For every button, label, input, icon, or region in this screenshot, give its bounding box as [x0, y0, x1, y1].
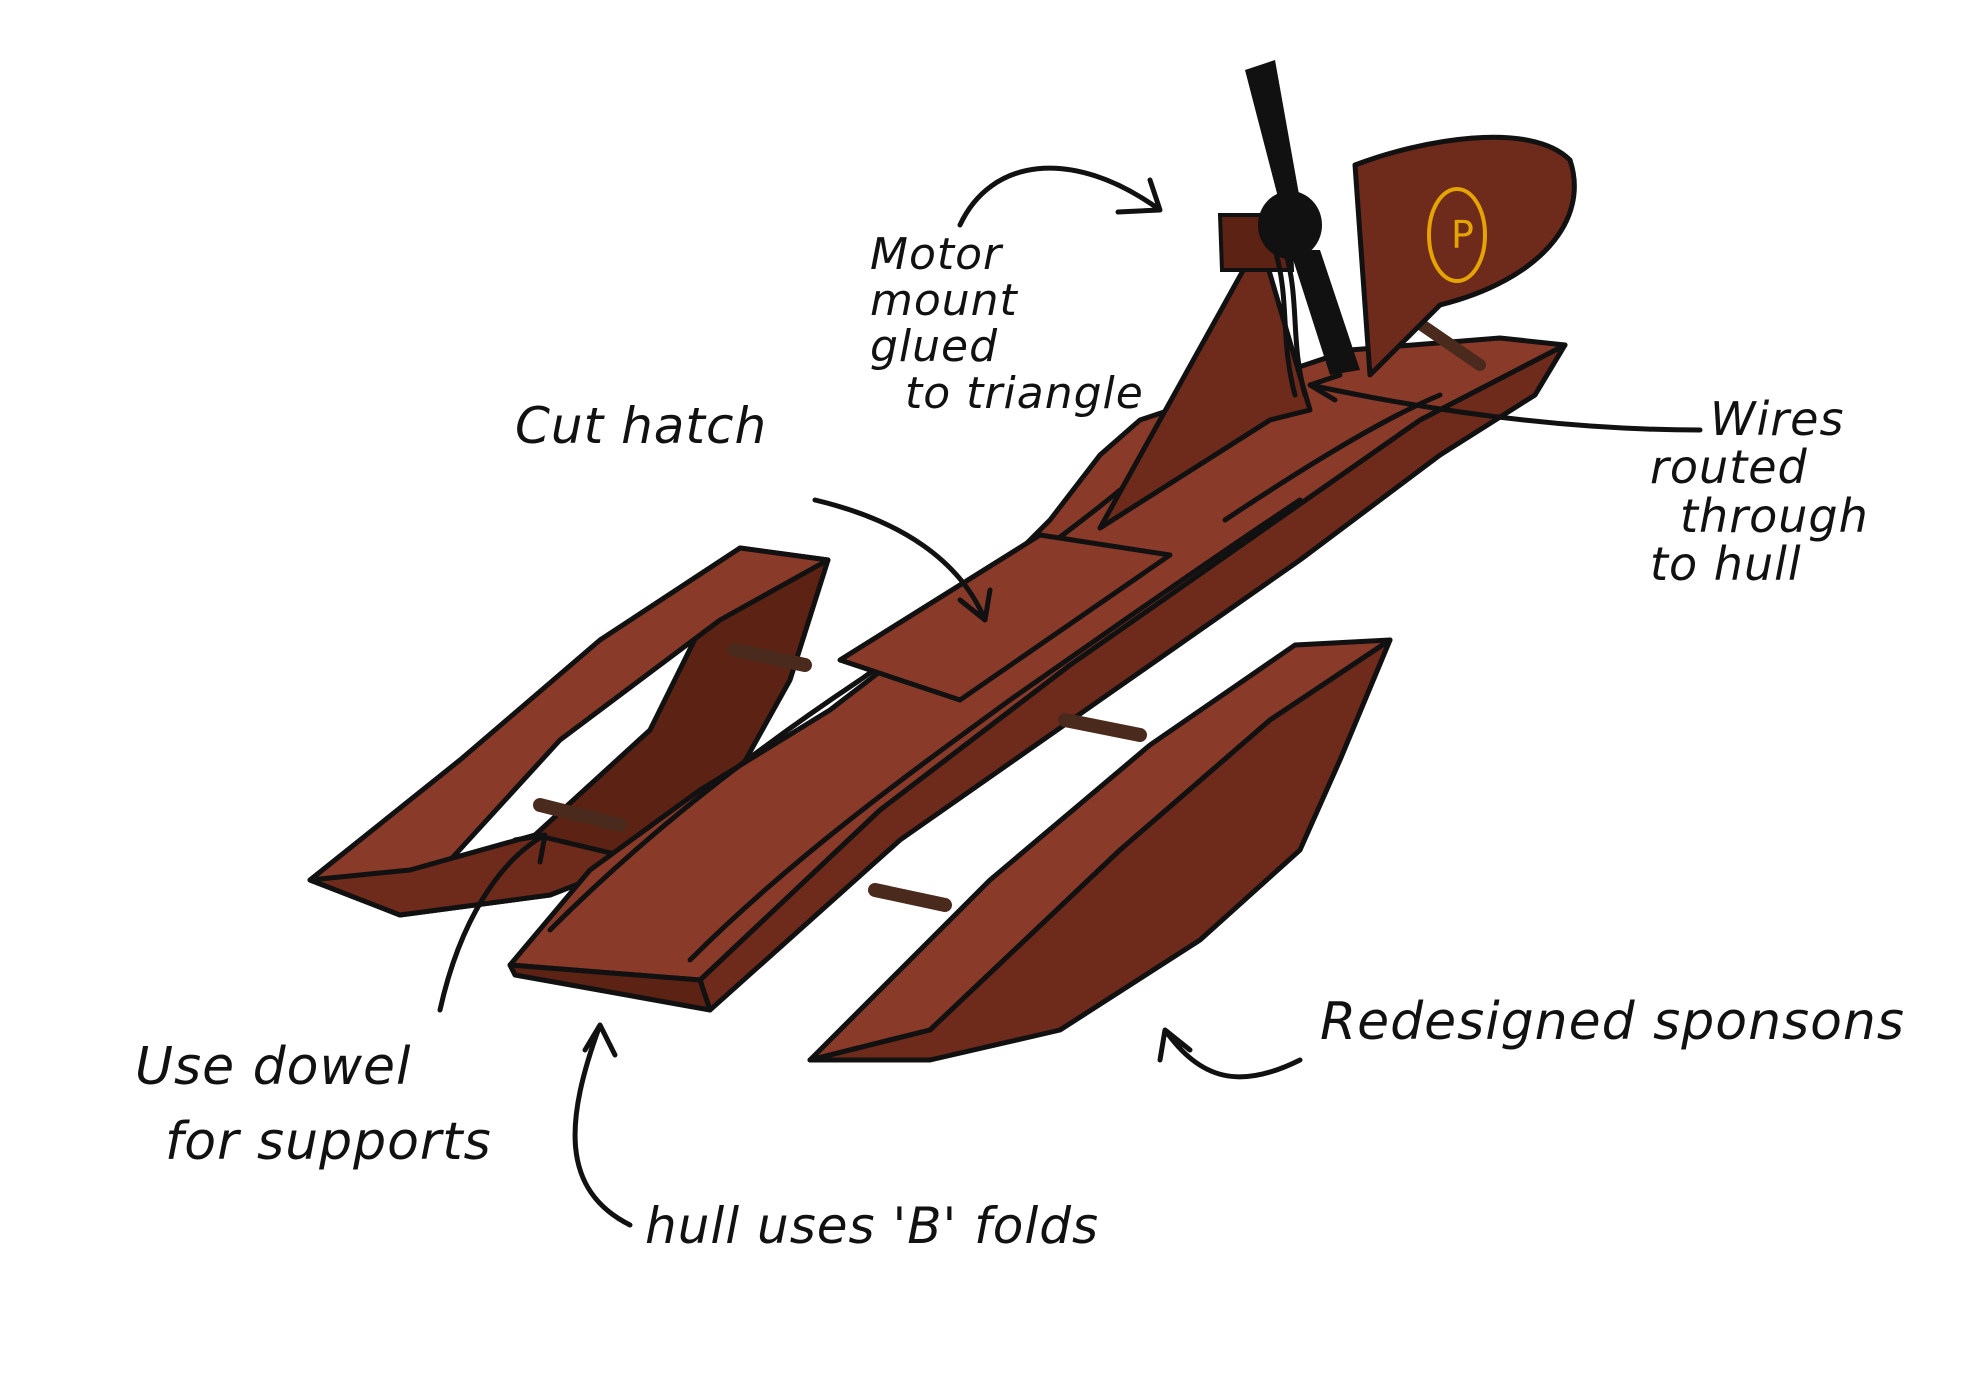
main-hull [507, 335, 1568, 1013]
label-wires-line-3: through [1680, 488, 1869, 543]
arrows [437, 165, 1703, 1228]
label-cut-hatch-line-1: Cut hatch [515, 397, 768, 455]
propeller-icon [1245, 60, 1300, 205]
propeller-blade-lower [1290, 250, 1360, 375]
motor-assembly [1217, 60, 1360, 398]
label-sponsons: Redesigned sponsons [1320, 995, 1905, 1050]
label-wires-line-4: to hull [1650, 536, 1802, 591]
rudder-panel [1352, 134, 1577, 378]
arrow-hull-folds [572, 1022, 633, 1228]
logo-letter: P [1451, 213, 1474, 257]
dowel-1 [728, 643, 812, 672]
logo-circle-icon: P [1427, 187, 1487, 283]
label-wires-line-1: Wires [1710, 392, 1845, 446]
label-sponsons-line-1: Redesigned sponsons [1320, 992, 1905, 1052]
motor-triangle [1097, 237, 1313, 531]
arrow-cut-hatch [812, 497, 993, 623]
dowel-4 [868, 883, 952, 912]
label-wires-line-2: routed [1650, 440, 1808, 495]
motor-icon [1258, 191, 1322, 259]
label-dowel-line-1: Use dowel [135, 1037, 412, 1097]
motor-wires [1272, 247, 1308, 398]
hull-bow-face [507, 962, 713, 1013]
fold-line-2 [687, 497, 1303, 963]
triangle-support [1097, 237, 1313, 531]
label-dowel-line-2: for supports [165, 1112, 492, 1173]
right-sponson-side-face [807, 637, 1393, 1063]
arrow-wires [1307, 372, 1703, 433]
label-motor-mount-line-2: mount [870, 275, 1018, 327]
label-hull-folds-line-1: hull uses 'B' folds [645, 1197, 1100, 1255]
rudder-fin: P [1352, 134, 1577, 378]
label-hull-folds: hull uses 'B' folds [645, 1200, 1099, 1253]
right-sponson [807, 637, 1393, 1063]
label-motor-mount-line-4: to triangle [905, 367, 1144, 419]
label-cut-hatch: Cut hatch [515, 400, 767, 453]
label-motor-mount: Motor mount glued to triangle [870, 229, 1144, 419]
arrow-icon [957, 165, 1163, 228]
label-motor-mount-line-1: Motor [870, 229, 1003, 280]
label-dowel: Use dowel for supports [135, 1030, 492, 1181]
label-motor-mount-line-3: glued [870, 321, 999, 373]
dowel-3 [1058, 713, 1147, 742]
dowel-2 [533, 798, 627, 832]
label-wires: Wires routed through to hull [1650, 395, 1869, 588]
arrow-dowel [437, 832, 548, 1013]
arrow-sponsons [1157, 1027, 1303, 1080]
cut-hatch [837, 532, 1173, 703]
